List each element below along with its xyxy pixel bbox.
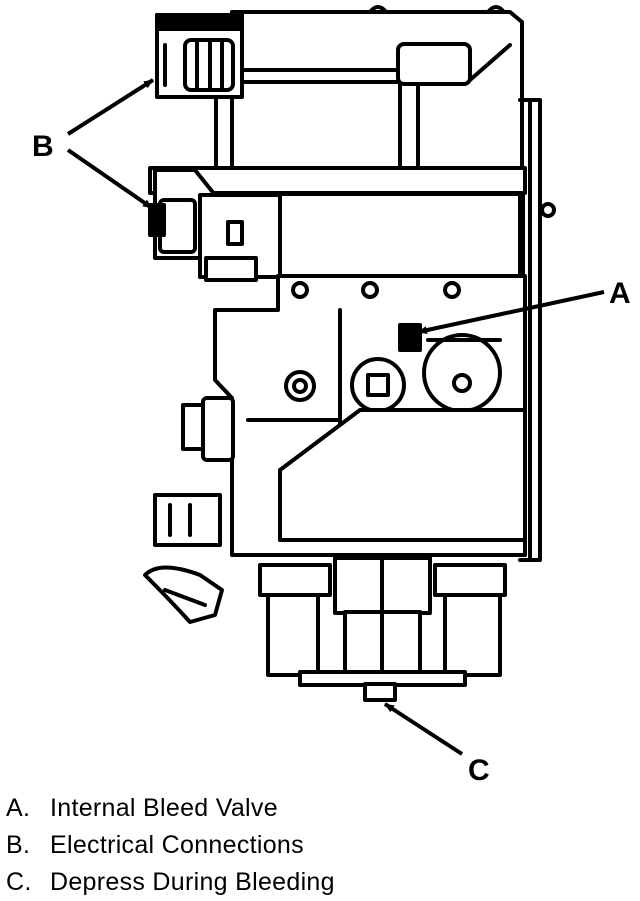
arrow-b-upper [66, 78, 155, 136]
arrow-b-lower [66, 148, 154, 210]
arrow-c [383, 702, 464, 756]
callout-letter-c: C [468, 754, 490, 787]
housing-band [148, 166, 556, 278]
legend-item: C. Depress During Bleeding [6, 864, 335, 901]
hydraulic-modulator-body [213, 274, 527, 557]
legend-text: Electrical Connections [50, 831, 304, 859]
lower-electrical-connector [148, 168, 282, 282]
legend-text: Depress During Bleeding [50, 868, 335, 896]
legend-text: Internal Bleed Valve [50, 794, 278, 822]
legend-list: A. Internal Bleed Valve B. Electrical Conn… [6, 790, 335, 901]
side-fittings [143, 396, 235, 624]
legend-key: B. [6, 831, 31, 859]
legend-item: B. Electrical Connections [6, 827, 335, 864]
arrow-a [417, 290, 605, 335]
callout-letter-a: A [609, 277, 631, 310]
legend-item: A. Internal Bleed Valve [6, 790, 335, 827]
legend-key: C. [6, 868, 32, 896]
upper-electrical-connector [155, 13, 244, 99]
legend-key: A. [6, 794, 31, 822]
leader-arrows [66, 78, 605, 756]
callout-letter-b: B [32, 130, 54, 163]
lower-valve-assemblies [258, 556, 507, 702]
mounting-bracket [518, 98, 542, 562]
